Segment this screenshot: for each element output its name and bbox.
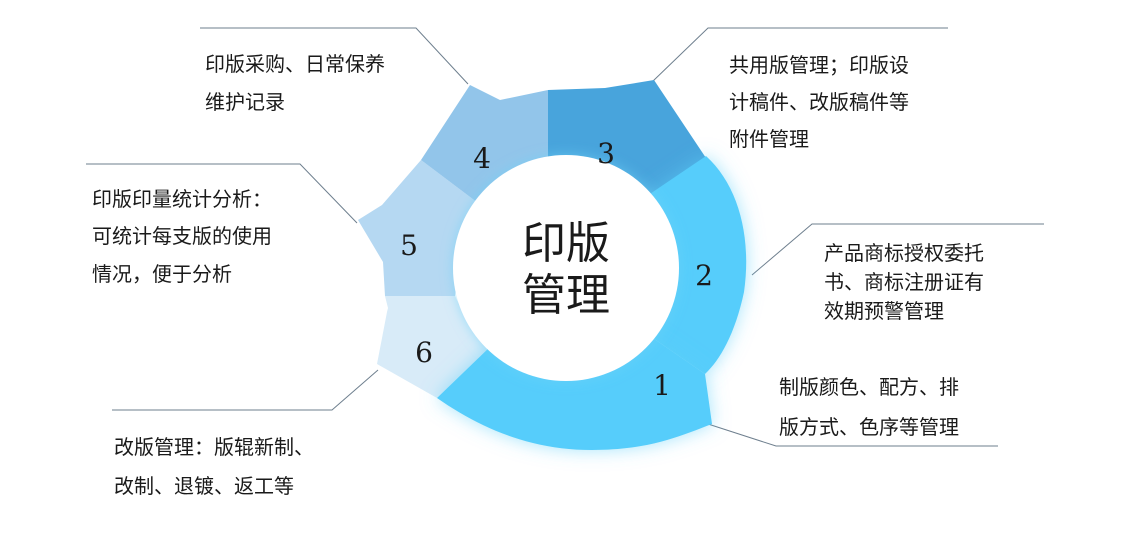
annotation-2-line-2: 书、商标注册证有	[824, 270, 984, 294]
segment-1	[437, 336, 712, 450]
annotation-4-line-2: 维护记录	[205, 90, 285, 114]
segment-numbers: 1 2 3 4 5 6	[400, 137, 713, 402]
annotation-3-line-3: 附件管理	[729, 127, 809, 151]
annotation-4-line-1: 印版采购、日常保养	[205, 52, 385, 76]
center-title-line-1: 印版	[522, 218, 610, 269]
segment-2	[641, 156, 747, 374]
annotation-2: 产品商标授权委托 书、商标注册证有 效期预警管理	[824, 241, 984, 323]
annotation-3: 共用版管理；印版设 计稿件、改版稿件等 附件管理	[729, 53, 909, 151]
segment-number-6: 6	[415, 336, 433, 369]
annotation-2-line-1: 产品商标授权委托	[824, 241, 984, 265]
annotations: 制版颜色、配方、排 版方式、色序等管理 产品商标授权委托 书、商标注册证有 效期…	[92, 52, 984, 498]
leader-line-5	[86, 163, 358, 224]
annotation-5-line-1: 印版印量统计分析：	[92, 187, 272, 211]
segment-5	[358, 160, 478, 296]
leader-line-1	[707, 423, 998, 447]
annotation-6-line-1: 改版管理：版辊新制、	[114, 435, 314, 459]
annotation-5-line-3: 情况，便于分析	[92, 262, 232, 286]
annotation-3-line-1: 共用版管理；印版设	[729, 53, 909, 77]
leader-line-2	[751, 223, 1044, 276]
leader-lines	[86, 27, 1044, 447]
annotation-6-line-2: 改制、退镀、返工等	[114, 474, 294, 498]
annotation-1-line-2: 版方式、色序等管理	[779, 415, 959, 439]
annotation-5: 印版印量统计分析： 可统计每支版的使用 情况，便于分析	[92, 187, 272, 286]
segment-number-2: 2	[695, 259, 713, 292]
annotation-5-line-2: 可统计每支版的使用	[92, 224, 272, 248]
segment-number-1: 1	[653, 369, 671, 402]
segment-number-3: 3	[597, 137, 615, 170]
annotation-1-line-1: 制版颜色、配方、排	[779, 375, 959, 399]
segment-number-4: 4	[473, 142, 491, 175]
leader-line-6	[112, 369, 379, 411]
leader-line-3	[651, 27, 948, 83]
annotation-3-line-2: 计稿件、改版稿件等	[729, 90, 909, 114]
leader-line-4	[200, 27, 469, 85]
annotation-2-line-3: 效期预警管理	[824, 299, 944, 323]
annotation-6: 改版管理：版辊新制、 改制、退镀、返工等	[114, 435, 314, 498]
annotation-1: 制版颜色、配方、排 版方式、色序等管理	[779, 375, 959, 439]
center-circle	[453, 155, 679, 381]
segment-number-5: 5	[400, 229, 418, 262]
annotation-4: 印版采购、日常保养 维护记录	[205, 52, 385, 114]
segment-6	[377, 296, 493, 398]
center-title-line-2: 管理	[522, 270, 610, 321]
